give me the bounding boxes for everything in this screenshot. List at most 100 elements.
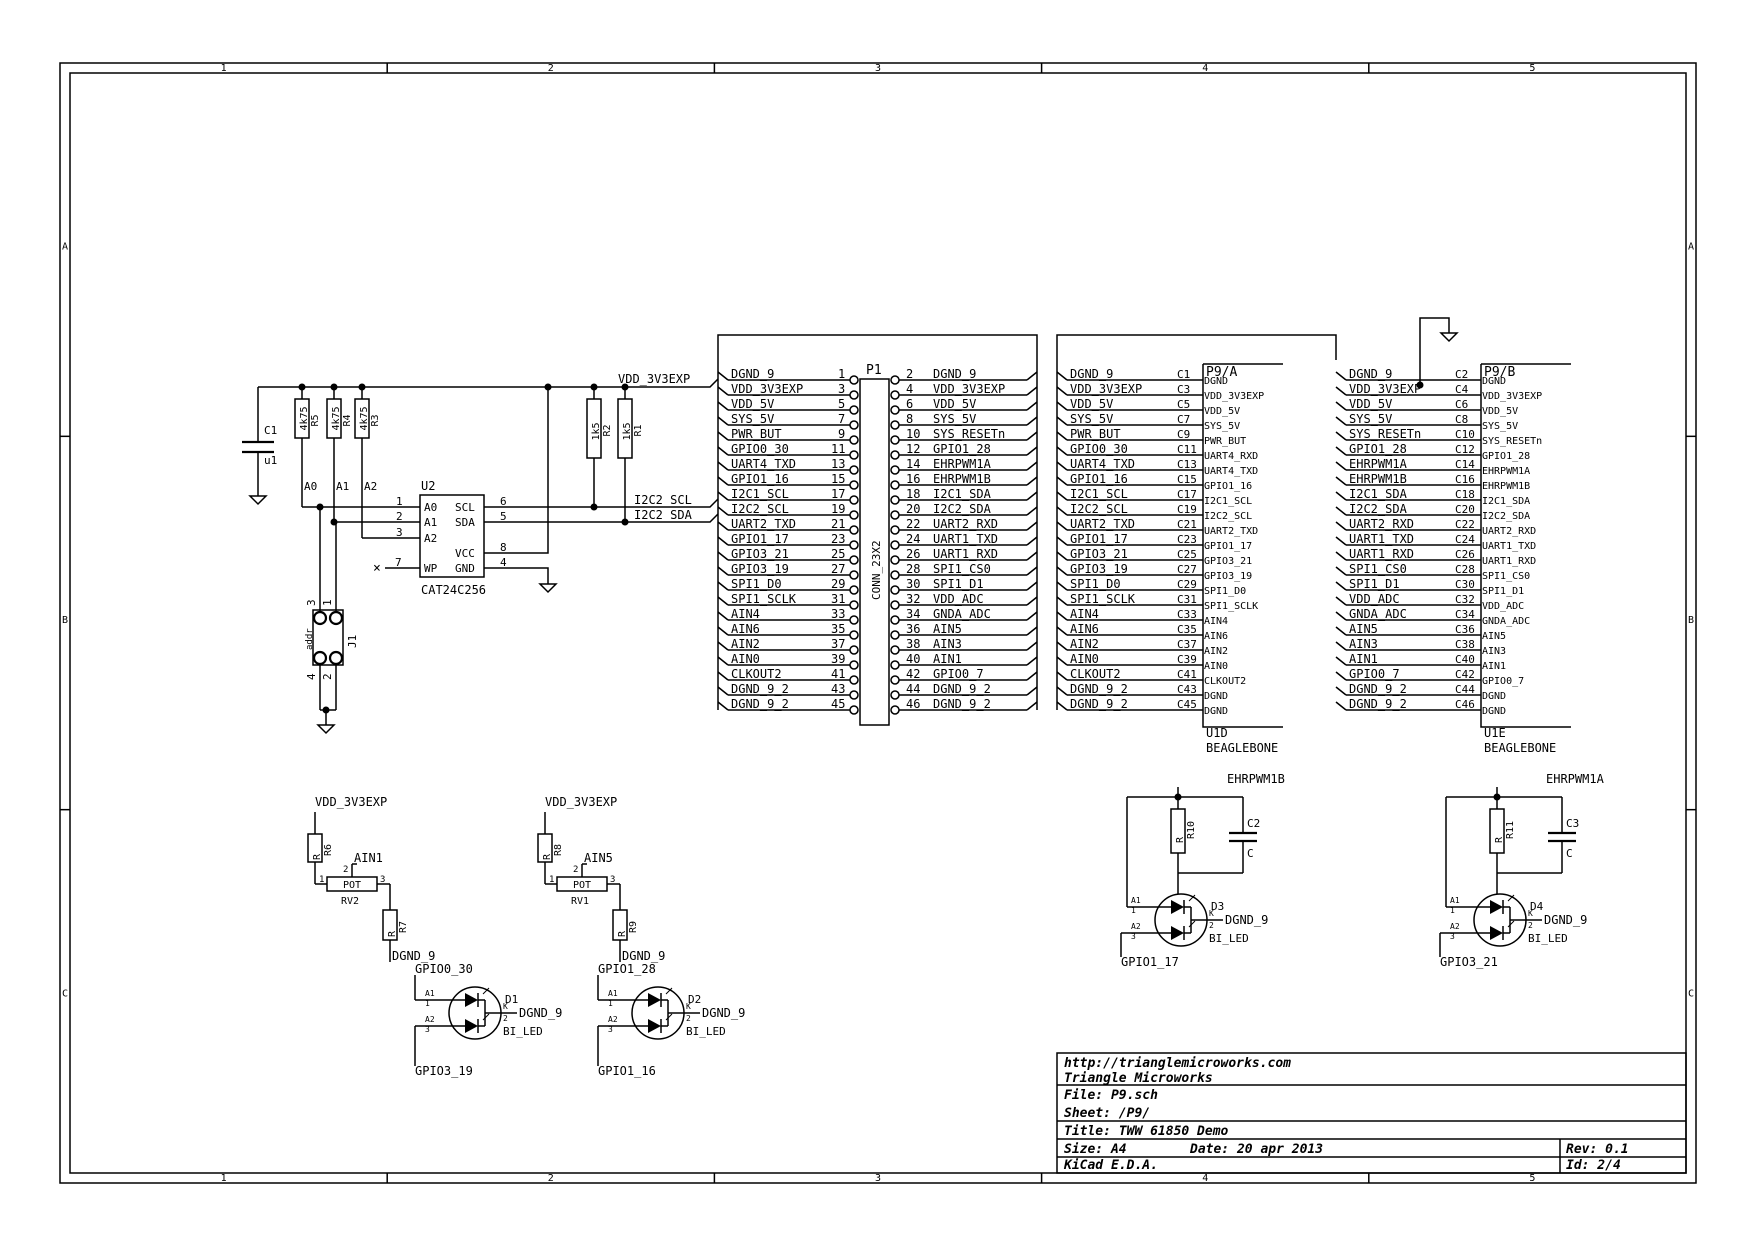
led-pin-label: A2 (1450, 922, 1460, 931)
resistor-r8-ref: R8 (553, 844, 564, 856)
p1-pin-icon (849, 600, 859, 610)
p1-pin-icon (849, 585, 859, 595)
u1e-pin-name: GPIO1_28 (1482, 451, 1530, 462)
p1-pin-icon (890, 600, 900, 610)
u1d-pin-number: C3 (1177, 383, 1190, 396)
u1d-pin-name: AIN0 (1204, 661, 1228, 672)
p1-pin-icon (890, 435, 900, 445)
u2-pin-number: 2 (396, 510, 403, 523)
led-d4-emit-arrow-icon (1507, 894, 1515, 902)
p1-left-bus-entry (717, 476, 729, 486)
pot-wiper-net-label: AIN1 (354, 851, 383, 865)
p1-pin-icon (849, 420, 859, 430)
p1-left-bus-entry (717, 701, 729, 711)
u2-pin-name: SDA (455, 516, 475, 529)
capacitor-c1: C1 u1 (242, 387, 277, 506)
u1e-pin-name: I2C2_SDA (1482, 511, 1530, 522)
resistor-r11-body (1489, 808, 1505, 854)
u1e-net-label: DGND_9_2 (1349, 697, 1407, 711)
p1-right-bus-entry (1026, 551, 1038, 561)
led-d4-diode-icon (1490, 926, 1503, 940)
p1-pin-icon (890, 585, 900, 595)
led-cap-ref: C3 (1566, 817, 1579, 830)
u1d-bus-entry (1056, 641, 1068, 651)
u1e-net-label: VDD_ADC (1349, 592, 1400, 606)
frame-col-label: 5 (1529, 63, 1535, 74)
u1d-bus-entry (1056, 401, 1068, 411)
led-ref: D1 (505, 993, 518, 1006)
title-block: http://trianglemicroworks.com Triangle M… (1056, 1052, 1687, 1174)
u1e-net-label: VDD_5V (1349, 397, 1392, 411)
p1-left-net-label: AIN6 (731, 622, 760, 636)
led-pin-label: 2 (1528, 921, 1533, 930)
pot-vdd-net-label: VDD_3V3EXP (545, 795, 617, 809)
u1e-pin-number: C34 (1455, 608, 1475, 621)
p1-pin-icon (849, 435, 859, 445)
u1e-pin-name: AIN3 (1482, 646, 1506, 657)
no-connect-icon: × (373, 561, 381, 576)
p1-right-bus-entry (1026, 671, 1038, 681)
p1-left-pin-number: 21 (831, 517, 845, 531)
p1-right-bus-entry (1026, 566, 1038, 576)
p1-right-bus-entry (1026, 686, 1038, 696)
p1-pin-icon (890, 465, 900, 475)
led-pin-label: A1 (425, 989, 435, 998)
p1-right-pin-number: 46 (906, 697, 920, 711)
p1-pin-icon (890, 405, 900, 415)
u1d-bus-entry (1056, 611, 1068, 621)
p1-left-net-label: UART4_TXD (731, 457, 796, 471)
p1-right-pin-number: 8 (906, 412, 913, 426)
junction-dot (544, 383, 552, 391)
p1-right-net-label: VDD_5V (933, 397, 976, 411)
led-d3-diode-icon (1171, 926, 1184, 940)
led-pin-label: K (1209, 909, 1214, 918)
junction-dot (1416, 381, 1424, 389)
u2-pin-name: VCC (455, 547, 475, 560)
led-ref: D3 (1211, 900, 1224, 913)
led-pin-label: 3 (608, 1025, 613, 1034)
u1e-net-label: SPI1_CS0 (1349, 562, 1407, 576)
u1d-net-label: PWR_BUT (1070, 427, 1121, 441)
p1-left-pin-number: 39 (831, 652, 845, 666)
u1d-pin-number: C1 (1177, 368, 1190, 381)
p1-right-bus-entry (1026, 701, 1038, 711)
u1d-title: P9/A (1206, 365, 1237, 380)
p1-right-bus-entry (1026, 446, 1038, 456)
led-value: BI_LED (686, 1025, 726, 1038)
u1d-pin-name: DGND (1204, 706, 1228, 717)
u1e-pin-name: GNDA_ADC (1482, 616, 1530, 627)
title-title: Title: TWW 61850 Demo (1064, 1124, 1229, 1139)
led-pin-label: A1 (1131, 896, 1141, 905)
u1e-net-label: AIN1 (1349, 652, 1378, 666)
u1e-bus-entry (1335, 551, 1347, 561)
u2-pin-number: 4 (500, 556, 507, 569)
led-a2-net-label: GPIO3_19 (415, 1064, 473, 1078)
j1-pin-3: 3 (305, 599, 318, 606)
c1-ref: C1 (264, 424, 277, 437)
u1d-pin-name: GPIO3_19 (1204, 571, 1252, 582)
u1e-pin-name: VDD_5V (1482, 406, 1518, 417)
u1d-pin-number: C39 (1177, 653, 1197, 666)
p1-left-net-label: GPIO1_16 (731, 472, 789, 486)
u1e-pin-name: UART1_RXD (1482, 556, 1536, 567)
p1-left-net-label: PWR_BUT (731, 427, 782, 441)
u1e-pin-number: C16 (1455, 473, 1475, 486)
u1d-bus-entry (1056, 371, 1068, 381)
u2-value: CAT24C256 (421, 583, 486, 597)
led-a1-net-label: GPIO0_30 (415, 962, 473, 976)
p1-left-pin-number: 1 (838, 367, 845, 381)
u1d-pin-name: UART4_TXD (1204, 466, 1258, 477)
pot-gnd-net-label: DGND_9 (622, 949, 665, 963)
u2-pin-number: 7 (395, 556, 402, 569)
p1-pin-icon (849, 525, 859, 535)
u1d-pin-name: DGND (1204, 691, 1228, 702)
led-pin-label: 1 (608, 999, 613, 1008)
u1e-bus-entry (1335, 611, 1347, 621)
led-pin-label: 3 (425, 1025, 430, 1034)
led-pin-label: 3 (1450, 932, 1455, 941)
p1-right-bus-entry (1026, 431, 1038, 441)
p1-left-bus-entry (717, 551, 729, 561)
resistor-r3-ref: R3 (370, 414, 381, 426)
